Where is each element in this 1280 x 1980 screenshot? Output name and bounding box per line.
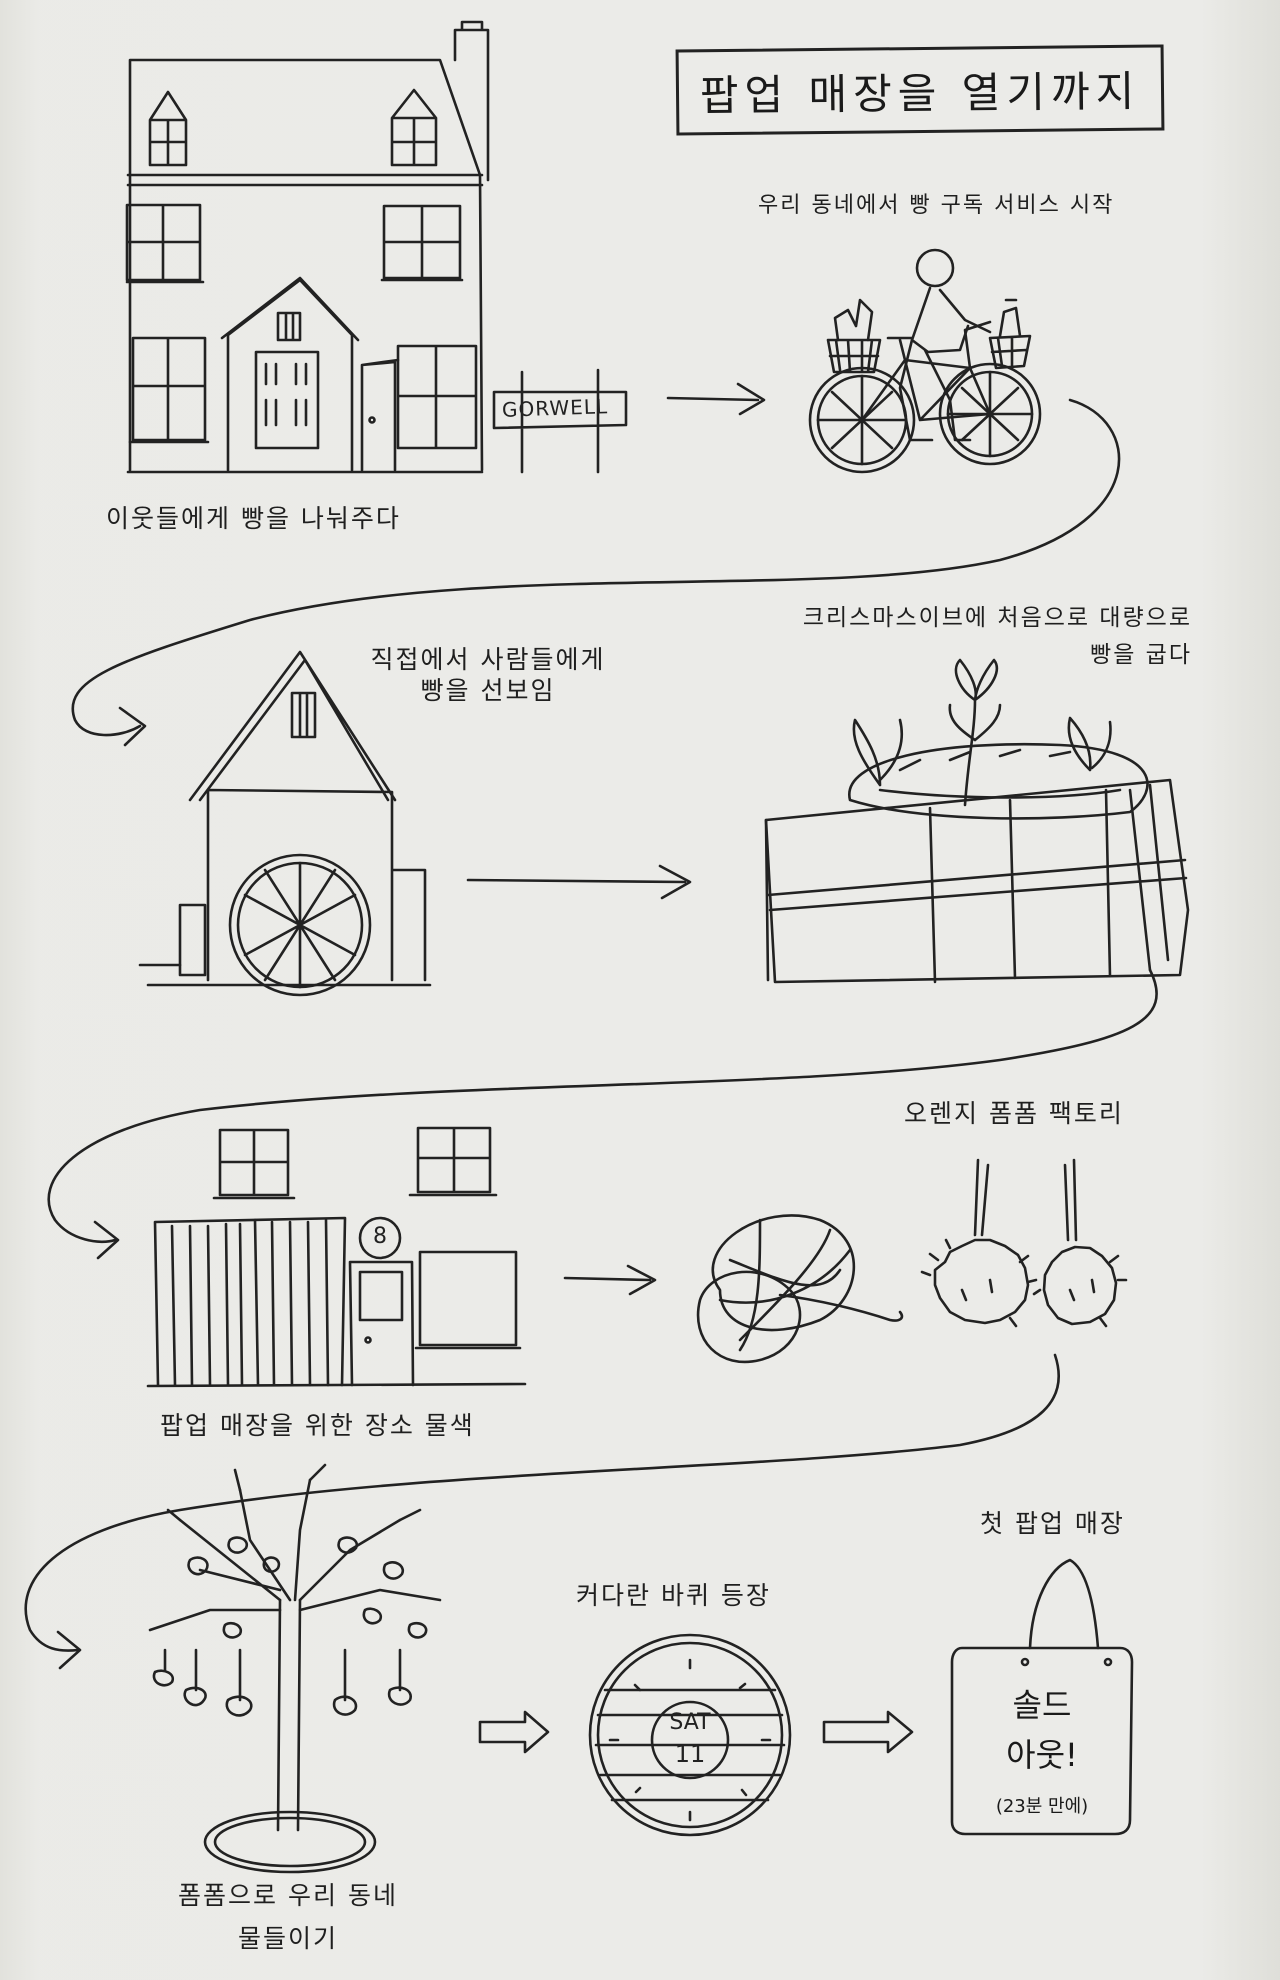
clock-day: SAT	[669, 1710, 711, 1735]
house-number: 8	[373, 1224, 387, 1249]
clock-date: 11	[674, 1740, 706, 1768]
arrow-1	[666, 382, 766, 416]
tote-bag-drawing	[950, 1558, 1134, 1836]
storefront-drawing	[146, 1126, 527, 1388]
bag-line-1: 솔드	[1012, 1686, 1072, 1724]
big-house-drawing	[125, 20, 628, 474]
curve-arrow-3	[24, 1353, 1060, 1652]
pompom-drawing	[920, 1158, 1128, 1328]
wheel-drawing	[588, 1633, 792, 1837]
step-label-christmas: 크리스마스이브에 처음으로 대량으로 빵을 굽다	[792, 604, 1192, 670]
arrow-5	[822, 1710, 914, 1754]
step-label-neighbors: 이웃들에게 빵을 나눠주다	[106, 504, 401, 533]
curve-arrow-1	[71, 398, 1121, 737]
bicycle-drawing	[808, 248, 1042, 474]
step-label-wheel: 커다란 바퀴 등장	[576, 1581, 771, 1610]
step-label-pompom: 오렌지 폼폼 팩토리	[904, 1099, 1124, 1128]
yarn-ball-drawing	[696, 1214, 904, 1364]
bag-line-2: 아웃!	[1006, 1736, 1078, 1774]
step-label-christmas-line-2: 빵을 굽다	[1090, 641, 1192, 668]
bag-note: (23분 만에)	[995, 1796, 1089, 1817]
arrow-4	[478, 1710, 550, 1754]
pompom-tree-drawing	[148, 1463, 442, 1874]
watermill-drawing	[138, 650, 432, 997]
arrow-2	[466, 864, 692, 900]
step-label-christmas-line-1: 크리스마스이브에 처음으로 대량으로	[802, 605, 1192, 631]
step-label-subscription: 우리 동네에서 빵 구독 서비스 시작	[758, 193, 1115, 218]
step-label-tree-line-1: 폼폼으로 우리 동네	[178, 1881, 398, 1910]
step-label-show: 직접에서 사람들에게 빵을 선보임	[348, 644, 628, 707]
page-title: 팝업 매장을 열기까지	[675, 44, 1165, 136]
bread-box-drawing	[764, 658, 1190, 984]
arrow-3	[563, 1264, 657, 1296]
step-label-tree-line-2: 물들이기	[237, 1924, 338, 1954]
step-label-first-popup: 첫 팝업 매장	[980, 1509, 1125, 1538]
step-label-tree: 폼폼으로 우리 동네 물들이기	[168, 1880, 408, 1955]
curve-arrow-2	[47, 968, 1158, 1244]
sign-text: GORWELL	[501, 394, 609, 422]
step-label-venue: 팝업 매장을 위한 장소 물색	[160, 1411, 475, 1440]
step-label-show-line-1: 직접에서 사람들에게	[370, 645, 606, 674]
step-label-show-line-2: 빵을 선보임	[420, 676, 556, 706]
